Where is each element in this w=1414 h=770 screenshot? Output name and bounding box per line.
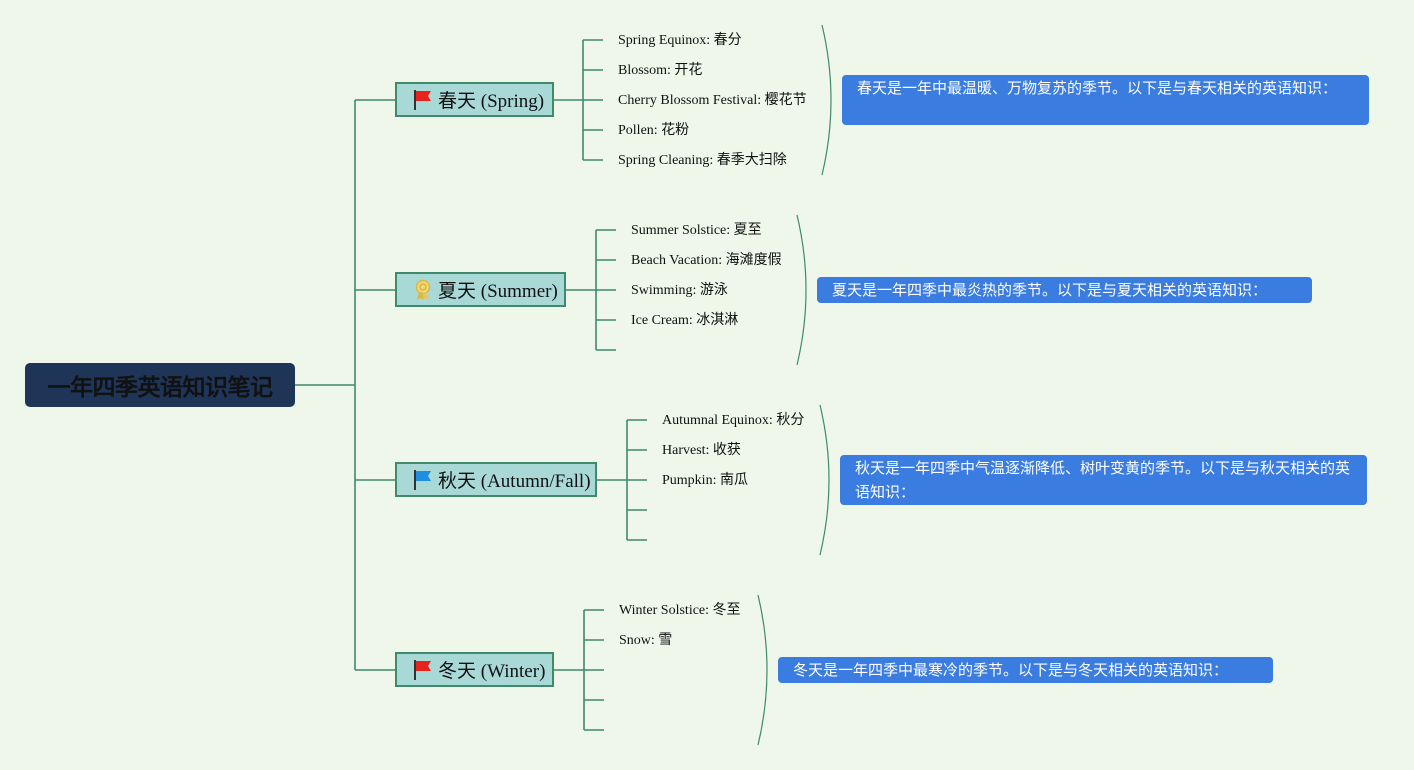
blue-flag-icon	[413, 469, 433, 491]
branch-winter[interactable]: 冬天 (Winter)	[395, 652, 554, 687]
branch-summer[interactable]: 夏天 (Summer)	[395, 272, 566, 307]
branch-autumn[interactable]: 秋天 (Autumn/Fall)	[395, 462, 597, 497]
red-flag-icon	[413, 89, 433, 111]
summer-item-4[interactable]: Ice Cream: 冰淇淋	[631, 313, 739, 328]
spring-item-5[interactable]: Spring Cleaning: 春季大扫除	[618, 153, 787, 168]
summer-item-2[interactable]: Beach Vacation: 海滩度假	[631, 253, 782, 268]
branch-title-autumn: 秋天 (Autumn/Fall)	[438, 471, 591, 492]
award-ribbon-icon	[413, 279, 433, 301]
branch-title-spring: 春天 (Spring)	[438, 91, 545, 112]
summer-item-3[interactable]: Swimming: 游泳	[631, 283, 728, 298]
summer-summary-note[interactable]: 夏天是一年四季中最炎热的季节。以下是与夏天相关的英语知识：	[817, 277, 1312, 303]
spring-item-2[interactable]: Blossom: 开花	[618, 63, 703, 78]
autumn-summary-brace	[819, 404, 830, 556]
spring-summary-brace	[821, 24, 832, 176]
root-title: 一年四季英语知识笔记	[47, 375, 274, 401]
winter-summary-note[interactable]: 冬天是一年四季中最寒冷的季节。以下是与冬天相关的英语知识：	[778, 657, 1273, 683]
root-node[interactable]: 一年四季英语知识笔记	[25, 363, 295, 407]
branch-title-winter: 冬天 (Winter)	[438, 661, 546, 682]
red-flag-icon	[413, 659, 433, 681]
autumn-item-1[interactable]: Autumnal Equinox: 秋分	[662, 413, 805, 428]
summer-item-1[interactable]: Summer Solstice: 夏至	[631, 223, 762, 238]
winter-item-2[interactable]: Snow: 雪	[619, 633, 673, 648]
autumn-item-2[interactable]: Harvest: 收获	[662, 443, 741, 458]
spring-item-3[interactable]: Cherry Blossom Festival: 樱花节	[618, 93, 807, 108]
summer-summary-brace	[796, 214, 807, 366]
autumn-item-3[interactable]: Pumpkin: 南瓜	[662, 473, 748, 488]
autumn-summary-note[interactable]: 秋天是一年四季中气温逐渐降低、树叶变黄的季节。以下是与秋天相关的英语知识：	[840, 455, 1367, 505]
branch-spring[interactable]: 春天 (Spring)	[395, 82, 554, 117]
winter-item-1[interactable]: Winter Solstice: 冬至	[619, 603, 741, 618]
winter-summary-brace	[757, 594, 768, 746]
spring-summary-note[interactable]: 春天是一年中最温暖、万物复苏的季节。以下是与春天相关的英语知识：	[842, 75, 1369, 125]
branch-title-summer: 夏天 (Summer)	[438, 281, 558, 302]
spring-item-1[interactable]: Spring Equinox: 春分	[618, 33, 742, 48]
spring-item-4[interactable]: Pollen: 花粉	[618, 123, 690, 138]
